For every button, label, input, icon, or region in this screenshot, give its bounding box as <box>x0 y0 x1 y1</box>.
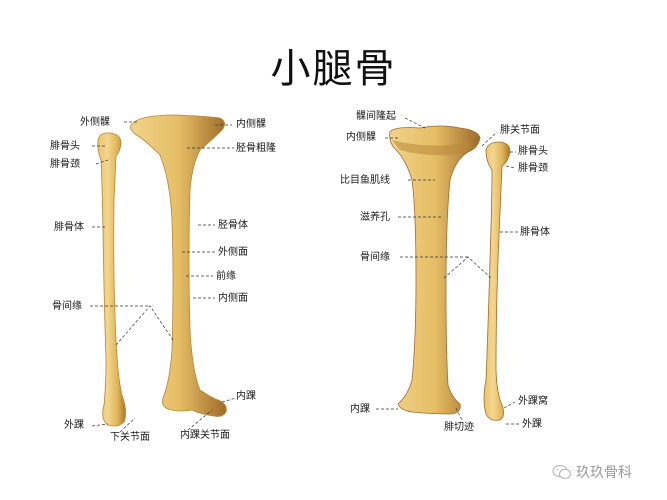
label-anterior-border: 前缘 <box>216 271 236 282</box>
left-tibia <box>130 114 227 417</box>
label-lateral-malleolar-fossa: 外踝窝 <box>518 396 548 407</box>
right-fibula <box>483 141 511 421</box>
label-interosseous-border-right: 骨间缘 <box>360 252 390 263</box>
label-medial-malleolus-right: 内踝 <box>350 404 370 415</box>
watermark-text: 玖玖骨科 <box>576 465 632 481</box>
wechat-icon <box>552 465 571 479</box>
label-fibula-head-left: 腓骨头 <box>50 141 80 152</box>
page-title: 小腿骨 <box>270 46 397 92</box>
label-tibia-body: 胫骨体 <box>218 220 248 231</box>
leader-lines-right <box>376 117 520 425</box>
label-fibular-notch: 腓切迹 <box>444 422 474 433</box>
right-tibia <box>389 125 481 415</box>
left-fibula <box>97 132 126 427</box>
label-inferior-articular-surface: 下关节面 <box>110 432 150 443</box>
label-soleal-line: 比目鱼肌线 <box>340 175 390 186</box>
label-fibula-neck-left: 腓骨颈 <box>50 159 80 170</box>
label-lateral-malleolus-left: 外踝 <box>64 420 84 431</box>
label-fibula-head-right: 腓骨头 <box>518 146 548 157</box>
label-fibula-body-left: 腓骨体 <box>54 222 84 233</box>
label-fibular-articular-surface: 腓关节面 <box>500 125 540 136</box>
label-lateral-surface: 外侧面 <box>218 247 248 258</box>
label-nutrient-foramen: 滋养孔 <box>360 212 390 223</box>
label-lateral-condyle-left: 外侧髁 <box>80 117 110 128</box>
label-medial-surface: 内侧面 <box>218 293 248 304</box>
watermark: 玖玖骨科 <box>552 462 632 482</box>
label-medial-malleolar-articular-surface: 内踝关节面 <box>180 430 230 441</box>
label-lateral-malleolus-right: 外踝 <box>522 419 542 430</box>
label-fibula-body-right: 腓骨体 <box>520 227 550 238</box>
label-interosseous-border-left: 骨间缘 <box>52 301 82 312</box>
label-fibula-neck-right: 腓骨颈 <box>518 163 548 174</box>
label-medial-malleolus-left: 内踝 <box>236 391 256 402</box>
label-medial-condyle-right: 内侧髁 <box>346 132 376 143</box>
label-tibial-tuberosity: 胫骨粗隆 <box>236 143 276 154</box>
label-medial-condyle-left: 内侧髁 <box>236 119 266 130</box>
leader-lines-left <box>90 121 237 433</box>
label-intercondylar-eminence: 髁间隆起 <box>356 111 396 122</box>
